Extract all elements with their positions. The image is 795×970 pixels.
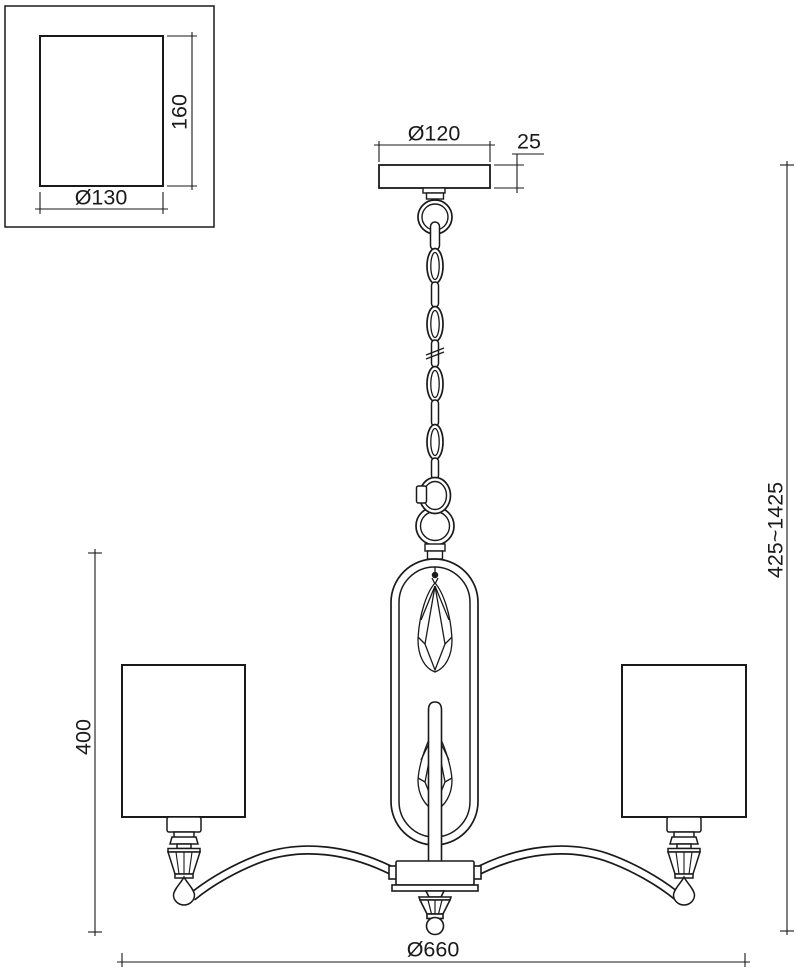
center-finial (417, 890, 453, 936)
canopy-and-chain (378, 164, 491, 560)
dim-label-canopy-height: 25 (517, 129, 541, 154)
central-body (390, 558, 479, 874)
carabiner-gate (415, 485, 428, 504)
right-shade (621, 664, 747, 818)
chain (425, 247, 445, 480)
right-light (621, 664, 747, 906)
inset-shade-outline (39, 35, 164, 187)
carabiner-hook (415, 476, 452, 515)
dim-label-shade-diameter: Ø130 (74, 185, 128, 210)
hub-box (395, 860, 475, 886)
left-shade (121, 664, 246, 818)
crystal-drop-upper (417, 567, 453, 673)
right-candle-stack (666, 816, 702, 906)
shade-detail-inset (4, 5, 215, 228)
left-candle-stack (166, 816, 202, 906)
dim-label-shade-height: 160 (167, 94, 192, 130)
dim-label-overall-height: 425~1425 (763, 481, 788, 579)
dimension-lines (35, 32, 794, 967)
right-arm-teardrop (672, 875, 696, 906)
hub-ledge (391, 884, 479, 892)
center-hub (388, 860, 482, 936)
dim-label-canopy-diameter: Ø120 (407, 121, 461, 146)
finial-ball (425, 916, 445, 936)
left-arm-teardrop (172, 875, 196, 906)
chain-break-mark (425, 347, 445, 356)
inset-border (4, 5, 215, 228)
center-rod (427, 701, 443, 874)
left-light (121, 664, 246, 906)
dim-label-overall-diameter: Ø660 (406, 937, 460, 962)
ceiling-canopy (378, 164, 491, 189)
arms (188, 845, 682, 901)
dim-label-body-height: 400 (71, 719, 96, 755)
